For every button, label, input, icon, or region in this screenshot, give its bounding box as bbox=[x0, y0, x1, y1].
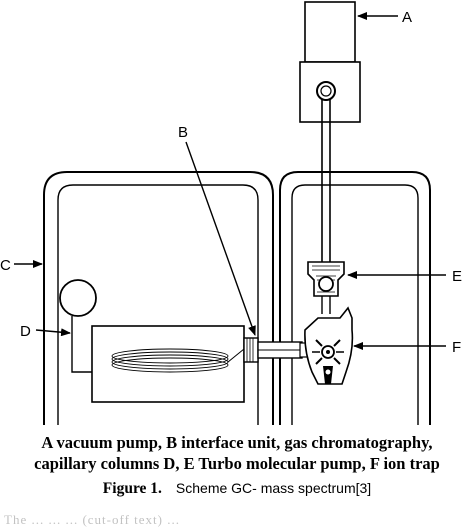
label-e: E bbox=[452, 268, 462, 285]
label-f: F bbox=[452, 339, 461, 356]
ion-trap bbox=[304, 306, 354, 385]
legend-line-1: A vacuum pump, B interface unit, gas chr… bbox=[41, 433, 433, 452]
injector bbox=[59, 279, 110, 373]
figure-number: Figure 1. bbox=[102, 480, 162, 497]
turbo-molecular-pump bbox=[307, 261, 345, 314]
figure-caption: Figure 1. Scheme GC- mass spectrum[3] bbox=[0, 480, 474, 498]
interface-unit bbox=[243, 337, 309, 363]
gc-ms-diagram: A B C D E F bbox=[0, 1, 462, 425]
arrow-b bbox=[185, 141, 256, 336]
figure-legend: A vacuum pump, B interface unit, gas chr… bbox=[0, 432, 474, 474]
cut-off-body-text: The ... ... ... (cut-off text) ... bbox=[4, 512, 180, 527]
gas-chromatograph-cabinet bbox=[43, 171, 274, 425]
figure-title: Scheme GC- mass spectrum[3] bbox=[175, 480, 372, 496]
label-c: C bbox=[0, 257, 11, 274]
mass-spectrometer-cabinet bbox=[279, 171, 431, 425]
label-a: A bbox=[402, 9, 412, 26]
mass-spectrometer-inner-wall bbox=[291, 184, 419, 425]
vacuum-line bbox=[321, 99, 331, 276]
capillary-column bbox=[91, 325, 245, 403]
legend-line-2: capillary columns D, E Turbo molecular p… bbox=[34, 454, 440, 473]
label-d: D bbox=[20, 323, 31, 340]
gas-chromatograph-inner-wall bbox=[57, 184, 259, 425]
arrow-d bbox=[35, 328, 71, 337]
label-b: B bbox=[178, 124, 188, 141]
